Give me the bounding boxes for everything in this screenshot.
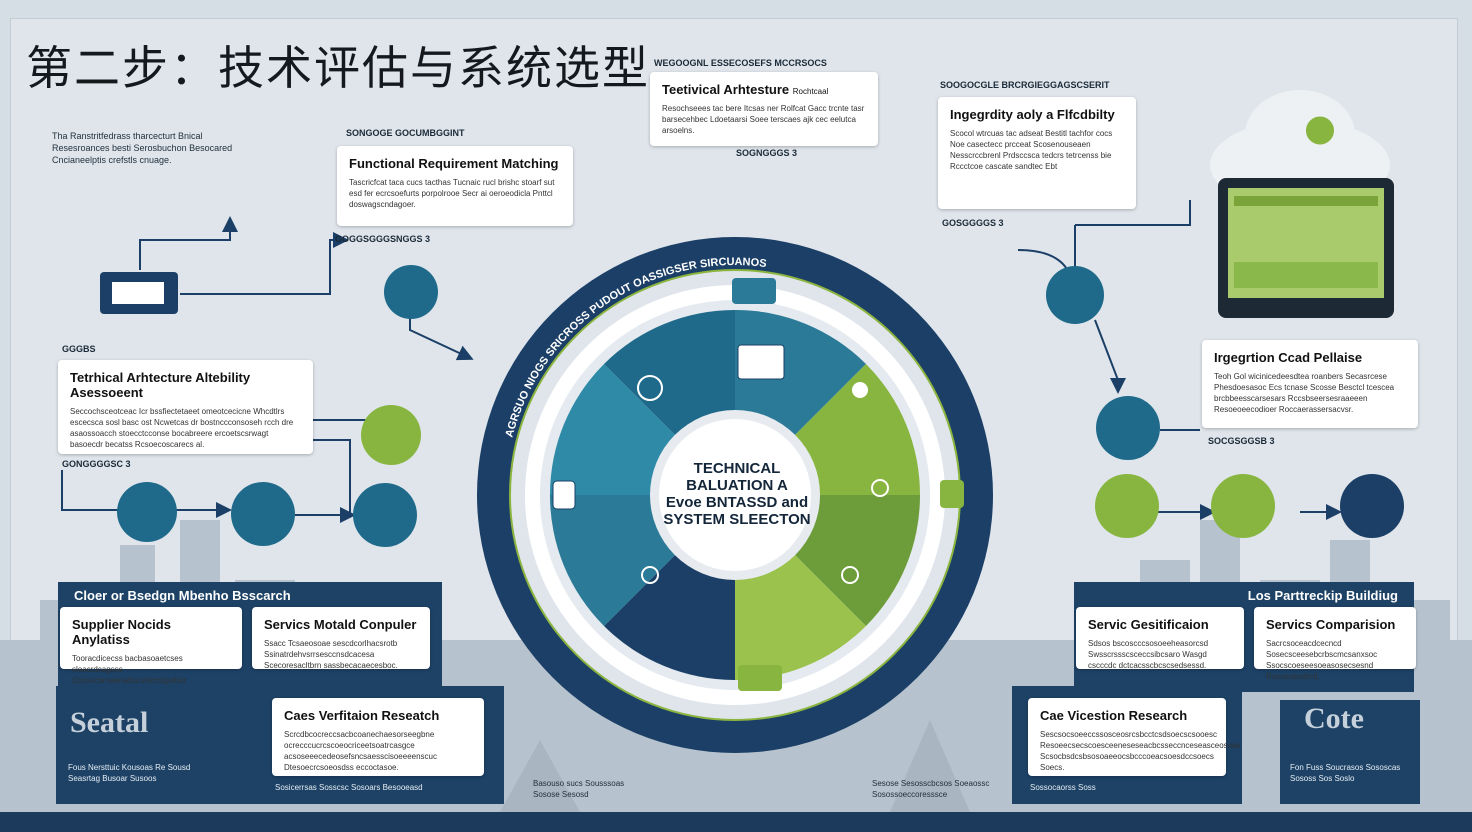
integrity-subtag: GOSGGGGS 3 [942,218,1004,228]
footer-line: Sosossoeccoresssce [872,790,948,799]
functional-subtag: GOGGSGGGSNGGS 3 [335,234,431,244]
service-certification-card: Servic Gesitificaion Sdsos bscoscccsosoe… [1076,607,1244,670]
footer-line: Sesose Sesosscbcsos Soeaossc [872,779,990,788]
card-title: Servics Comparision [1266,617,1396,632]
arch-left-subtag: GONGGGGSC 3 [62,459,131,469]
ring-caption-path: AGRSUO NIOGS SRICROSS PUDOUT OASSIGSER S… [504,256,768,439]
architecture-tag: WEGOOGNL ESSECOSEFS MCCRSOCS [654,58,827,68]
card-body: Resochseees tac bere Itcsas ner Rolfcat … [662,104,865,135]
functional-matching-card: Functional Requirement Matching Tascricf… [337,146,573,226]
cloud-tablet [1210,90,1394,318]
card-title: Supplier Nocids Anylatiss [72,617,171,647]
case-research-card: Cae Vicestion Research Sescsocsoeeccssos… [1028,698,1241,776]
center-title-line: BALUATION A [686,477,788,494]
service-model-card: Servics Motald Conpuler Ssacc Tcsaeosoae… [252,607,430,670]
intro-line: Resesroances besti Serosbuchon Besocared [52,143,233,153]
right-logo: Cote [1304,702,1364,735]
card-title: Ingegrdity aoly a Flfcdbilty [950,107,1115,122]
integrity-flexibility-card: Ingegrdity aoly a Flfcdbilty Scocol wtrc… [938,97,1136,209]
architecture-assessment-card: Tetrhical Arhtecture Altebility Asessoee… [58,360,313,454]
card-title-text: Teetivical Arhtesture [662,82,790,97]
left-panel-banner: Cloer or Bsedgn Mbenho Bsscarch [74,588,291,603]
footer-line: Sososs Sos Soslo [1290,774,1355,783]
card-body: Sescsocsoeeccssosceosrcsbcctcsdsoecscsoo… [1040,730,1241,772]
card-title: Teetivical Arhtesture Rochtcaal [662,82,866,97]
card-badge: Rochtcaal [792,87,829,96]
integration-card: Irgegrtion Ccad Pellaise Teoh Gol wicini… [1202,340,1418,428]
right-logo-panel [1280,700,1420,804]
card-body: Scocol wtrcuas tac adseat Bestitl tachfo… [950,129,1113,171]
center-title-line: SYSTEM SLEECTON [663,511,811,528]
left-case-footer: Sosicerrsas Sosscsc Sosoars Besooeasd [275,783,423,792]
intro-line: Tha Ranstritfedrass tharcecturt Bnical [52,131,203,141]
card-body: Tascricfcat taca cucs tacthas Tucnaic ru… [349,178,555,209]
center-title: TECHNICAL BALUATION A Evoe BNTASSD and S… [662,460,812,528]
card-title: Servics Motald Conpuler [264,617,417,632]
ring-caption-text: AGRSUO NIOGS SRICROSS PUDOUT OASSIGSER S… [504,256,768,439]
footer-line: Fon Fuss Soucrasos Sososcas [1290,763,1401,772]
right-case-footer: Sossocaorss Soss [1030,783,1096,792]
card-title: Caes Verfitaion Reseatch [284,708,440,723]
center-title-line: TECHNICAL [693,460,781,477]
right-panel-banner: Los Parttreckip Buildiug [1247,588,1398,603]
card-title: Functional Requirement Matching [349,156,559,171]
center-right-footer: Sesose Sesosscbcsos Soeaossc Sosossoecco… [872,778,989,800]
card-title: Servic Gesitificaion [1088,617,1209,632]
card-body: Sdsos bscoscccsosoeeheasorcsd Swsscrsssc… [1088,639,1209,670]
arch-left-tag: GGGBS [62,344,96,354]
node-icons [100,265,1404,547]
card-body: Sacrcsoceacdcecncd Sosecsceesebcrbscmcsa… [1266,639,1378,681]
intro-line: Cncianeelptis crefstls cnuage. [52,155,172,165]
architecture-subtag: SOGNGGGS 3 [736,148,798,158]
card-body: Teoh Gol wicinicedeesdtea roanbers Secas… [1214,372,1395,414]
footer-line: Fous Nersttuic Kousoas Re Sousd [68,763,191,772]
left-footer-text: Fous Nersttuic Kousoas Re Sousd Seasrtag… [68,762,190,784]
supplier-analysis-card: Supplier Nocids Anylatiss Tooracdicecss … [60,607,242,707]
case-verification-card: Caes Verfitaion Reseatch Scrcdbcocreccsa… [272,698,484,776]
card-title: Irgegrtion Ccad Pellaise [1214,350,1363,365]
card-title: Cae Vicestion Research [1040,708,1188,723]
footer-line: Basouso sucs Sousssoas [533,779,625,788]
footer-line: Sosose Sesosd [533,790,589,799]
integrity-tag: SOOGOCGLE BRCRGIEGGAGSCSERIT [940,80,1110,90]
card-body: Seccochsceotceac Icr bssfiectetaeet omeo… [70,407,294,449]
card-body: Scrcdbcocreccsacbcoanechaesorseegbne ocr… [284,730,437,772]
technical-architecture-card: Teetivical Arhtesture Rochtcaal Resochse… [650,72,878,146]
center-title-line: Evoe BNTASSD and [665,494,809,511]
intro-description: Tha Ranstritfedrass tharcecturt Bnical R… [52,130,232,166]
center-left-footer: Basouso sucs Sousssoas Sosose Sesosd [533,778,624,800]
ring-caption: AGRSUO NIOGS SRICROSS PUDOUT OASSIGSER S… [504,256,768,439]
right-footer-text: Fon Fuss Soucrasos Sososcas Sososs Sos S… [1290,762,1400,784]
functional-tag: SONGOGE GOCUMBGGINT [346,128,465,138]
footer-bar [0,812,1472,832]
integration-tag: SOCGSGGSB 3 [1208,436,1275,446]
card-title: Tetrhical Arhtecture Altebility Asessoee… [70,370,251,400]
card-body: Ssacc Tcsaeosoae sescdcorlhacsrotb Ssina… [264,639,398,670]
center-wheel [477,237,993,753]
page-title: 第二步：技术评估与系统选型 [26,41,650,95]
footer-line: Seasrtag Busoar Susoos [68,774,157,783]
service-comparison-card: Servics Comparision Sacrcsoceacdcecncd S… [1254,607,1416,681]
left-logo: Seatal [70,706,149,739]
